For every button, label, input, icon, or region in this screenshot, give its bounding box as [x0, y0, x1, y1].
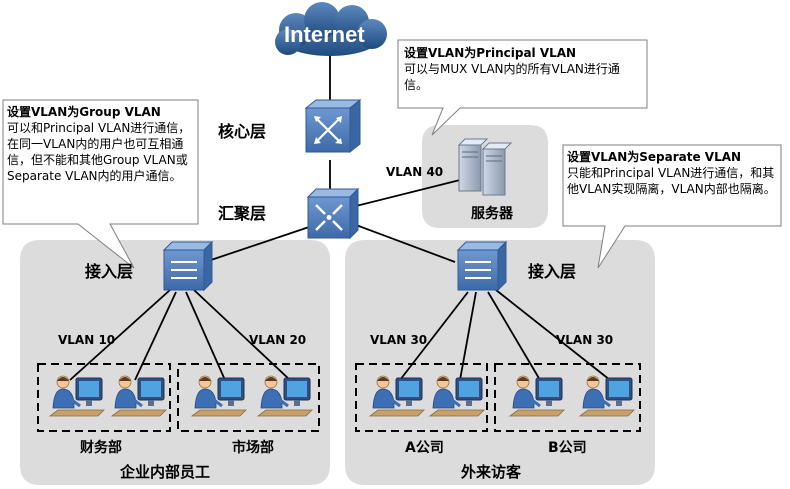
user-workstations	[48, 375, 635, 417]
callout-separate-title: 设置VLAN为Separate VLAN	[567, 150, 742, 164]
callout-principal-body: 可以与MUX VLAN内的所有VLAN进行通信。	[404, 62, 620, 92]
access-switch-right-icon	[456, 240, 508, 292]
user-workstation-icon	[368, 375, 425, 417]
user-workstation-icon	[428, 375, 485, 417]
user-workstation-icon	[110, 375, 167, 417]
market-dept-label: 市场部	[232, 440, 274, 456]
access-switch-left-icon	[162, 240, 214, 292]
callout-group: 设置VLAN为Group VLAN 可以和Principal VLAN进行通信，…	[7, 104, 195, 184]
server-icon	[457, 138, 513, 196]
internal-region	[20, 240, 330, 485]
callout-separate-body: 只能和Principal VLAN进行通信，和其他VLAN实现隔离，VLAN内部…	[567, 166, 776, 196]
company-a-label: A公司	[405, 440, 444, 456]
server-label: 服务器	[471, 206, 513, 222]
aggregation-switch-icon	[306, 187, 360, 240]
callout-separate-bubble	[562, 144, 782, 269]
callout-group-body: 可以和Principal VLAN进行通信，在同一VLAN内的用户也可互相通信，…	[7, 121, 191, 183]
internet-cloud-icon	[275, 2, 387, 56]
guest-visitor-label: 外来访客	[461, 463, 522, 481]
user-workstation-icon	[256, 375, 313, 417]
company-b-label: B公司	[548, 440, 587, 456]
department-boxes	[37, 363, 641, 432]
internal-staff-label: 企业内部员工	[120, 463, 211, 481]
callout-principal-title: 设置VLAN为Principal VLAN	[404, 46, 577, 60]
vlan-server-label: VLAN 40	[386, 165, 444, 179]
vlan-finance-label: VLAN 10	[58, 333, 116, 347]
core-layer-label: 核心层	[218, 122, 267, 141]
internet-label: Internet	[284, 22, 365, 47]
callout-separate: 设置VLAN为Separate VLAN 只能和Principal VLAN进行…	[567, 149, 779, 197]
callout-principal-bubble	[397, 39, 648, 136]
callout-group-bubble	[2, 99, 199, 269]
user-workstation-icon	[508, 375, 565, 417]
user-workstation-icon	[48, 375, 105, 417]
access-layer-right-label: 接入层	[528, 262, 577, 281]
finance-dept-label: 财务部	[80, 440, 122, 456]
callout-principal: 设置VLAN为Principal VLAN 可以与MUX VLAN内的所有VLA…	[404, 45, 642, 93]
aggregation-layer-label: 汇聚层	[218, 204, 267, 223]
user-workstation-icon	[578, 375, 635, 417]
vlan-company-a-label: VLAN 30	[370, 333, 428, 347]
core-router-icon	[304, 98, 362, 154]
callout-group-title: 设置VLAN为Group VLAN	[7, 105, 161, 119]
user-workstation-icon	[190, 375, 247, 417]
access-layer-left-label: 接入层	[85, 262, 134, 281]
vlan-company-b-label: VLAN 30	[556, 333, 614, 347]
guest-region	[345, 240, 655, 485]
vlan-market-label: VLAN 20	[249, 333, 307, 347]
